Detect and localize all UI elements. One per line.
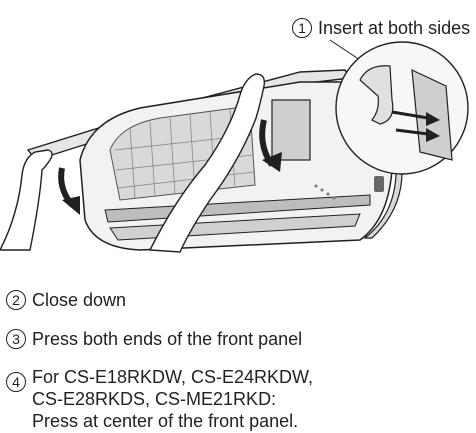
step-text: For CS-E18RKDW, CS-E24RKDW, CS-E28RKDS, … bbox=[32, 367, 314, 431]
step-number-badge: 4 bbox=[6, 372, 26, 392]
step-text: Close down bbox=[32, 290, 127, 310]
step-close-down: 2 Close down bbox=[6, 289, 126, 311]
callout-text: Insert at both sides bbox=[318, 18, 471, 38]
step-number-badge: 3 bbox=[6, 329, 26, 349]
step-number-badge: 2 bbox=[6, 290, 26, 310]
arrow-right-icon bbox=[391, 110, 429, 120]
step-press-center: 4 For CS-E18RKDW, CS-E24RKDW, CS-E28RKDS… bbox=[6, 366, 313, 432]
internal-component bbox=[271, 99, 311, 161]
step-number-badge: 1 bbox=[292, 18, 312, 38]
air-conditioner-illustration bbox=[0, 39, 469, 253]
left-hand-icon bbox=[0, 149, 53, 251]
callout-insert-both-sides: 1 Insert at both sides bbox=[292, 17, 470, 39]
step-text: Press both ends of the front panel bbox=[32, 329, 303, 349]
right-hand-icon bbox=[148, 73, 266, 253]
arrow-right-icon bbox=[395, 128, 429, 136]
step-press-both-ends: 3 Press both ends of the front panel bbox=[6, 328, 302, 350]
